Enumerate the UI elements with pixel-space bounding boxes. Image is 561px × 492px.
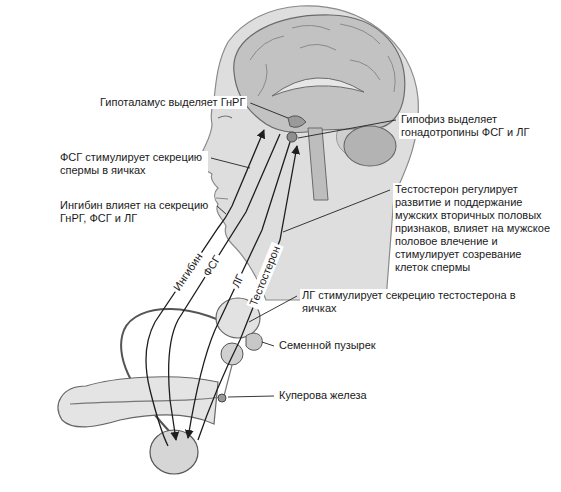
leader-line (262, 342, 274, 346)
testosterone-arrow-label: Тестостерон (246, 242, 283, 310)
seminal-vesicle-label: Семенной пузырек (277, 339, 378, 352)
leader-line (250, 103, 288, 118)
testis (150, 430, 198, 474)
hypothalamus-note: Гипоталамус выделяет ГнРГ (98, 96, 247, 109)
leader-line (211, 158, 250, 168)
lh-arrow-label: ЛГ (228, 270, 247, 291)
cowper-gland-label: Куперова железа (277, 389, 369, 402)
brain (234, 15, 405, 133)
seminal-vesicle (246, 333, 262, 350)
corpus-callosum (272, 78, 364, 96)
leader-line (217, 206, 226, 214)
head-outline (200, 6, 419, 300)
brainstem (308, 128, 328, 200)
cerebellum (344, 126, 396, 166)
eye (218, 116, 232, 118)
lh-note: ЛГ стимулирует секрецию тестостерона в я… (300, 289, 536, 315)
leader-line (298, 120, 396, 138)
urethra (70, 365, 232, 404)
hypothalamus (288, 116, 306, 128)
leader-line (283, 190, 390, 232)
mouth (216, 198, 228, 199)
inhibin-arrow (146, 130, 264, 446)
prostate (221, 343, 243, 365)
inhibin-note: Ингибин влияет на секрецию ГнРГ, ФСГ и Л… (58, 199, 214, 225)
testosterone-note: Тестостерон регулирует развитие и поддер… (393, 183, 557, 274)
brain-gyri (250, 24, 395, 96)
lh-arrow (188, 142, 290, 438)
pituitary (287, 132, 297, 142)
pituitary-note: Гипофиз выделяет гонадотропины ФСГ и ЛГ (399, 113, 541, 139)
fsh-note: ФСГ стимулирует секрецию спермы в яичках (58, 151, 208, 177)
cowper-gland (218, 394, 226, 402)
leader-line (228, 396, 274, 397)
